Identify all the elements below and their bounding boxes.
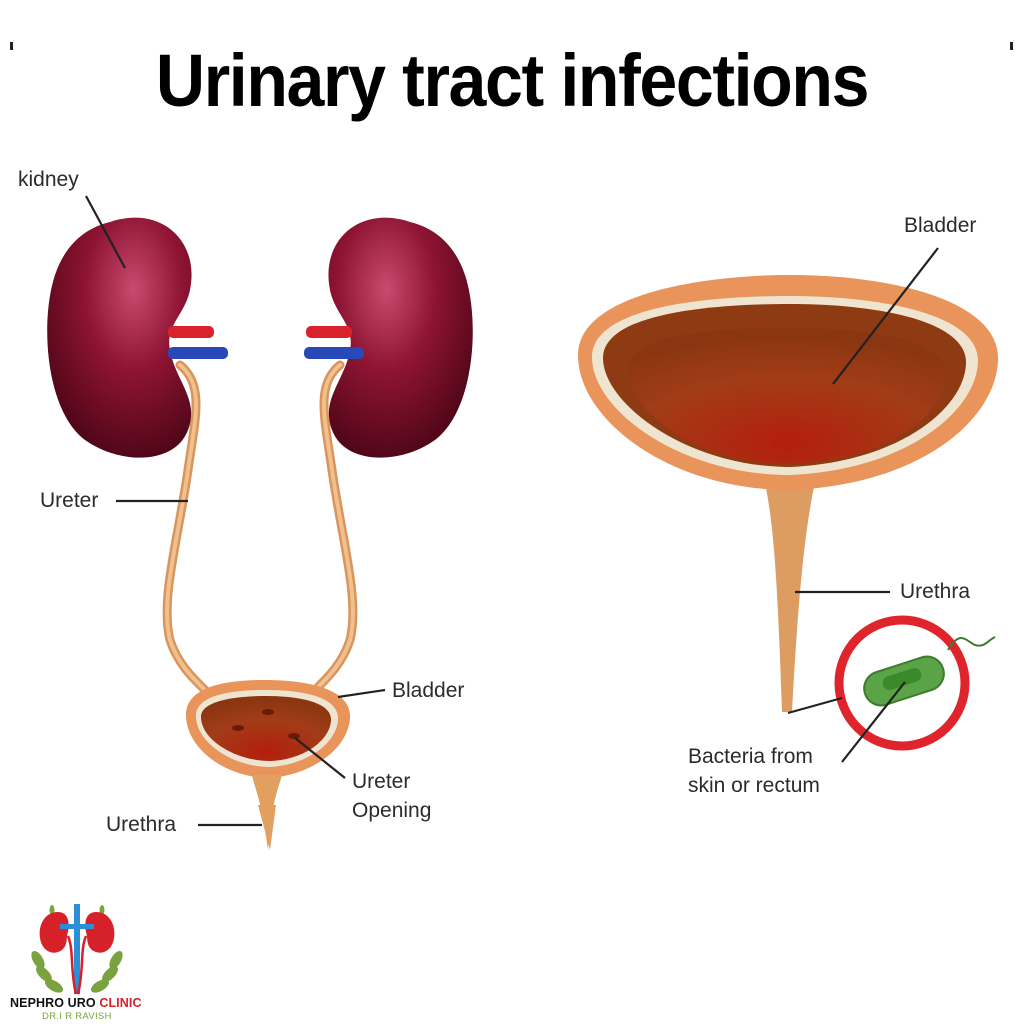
label-bladder-small: Bladder	[392, 679, 465, 702]
small-bladder-icon	[186, 680, 351, 850]
right-kidney-icon	[328, 217, 473, 458]
label-bacteria-1: Bacteria from	[688, 745, 813, 768]
label-bladder-large: Bladder	[904, 214, 977, 237]
frame-corner-tr	[1010, 42, 1013, 50]
label-ureter: Ureter	[40, 489, 99, 512]
page-title: Urinary tract infections	[155, 39, 870, 122]
clinic-name: NEPHRO URO CLINIC	[10, 996, 142, 1010]
large-bladder-icon	[578, 275, 999, 712]
bacteria-icon	[834, 615, 996, 751]
label-urethra-large: Urethra	[900, 580, 971, 603]
label-ureter-opening-1: Ureter	[352, 770, 411, 793]
left-kidney-icon	[47, 217, 192, 458]
frame-corner-tl	[10, 42, 13, 50]
label-ureter-opening-2: Opening	[352, 799, 432, 822]
clinic-name-part1: NEPHRO URO	[10, 996, 100, 1010]
label-kidney: kidney	[18, 168, 79, 191]
clinic-name-part2: CLINIC	[99, 996, 142, 1010]
label-urethra-small: Urethra	[106, 813, 177, 836]
clinic-logo-icon	[31, 904, 123, 995]
clinic-doctor: DR.I R RAVISH	[42, 1011, 112, 1022]
label-bacteria-2: skin or rectum	[688, 774, 820, 797]
